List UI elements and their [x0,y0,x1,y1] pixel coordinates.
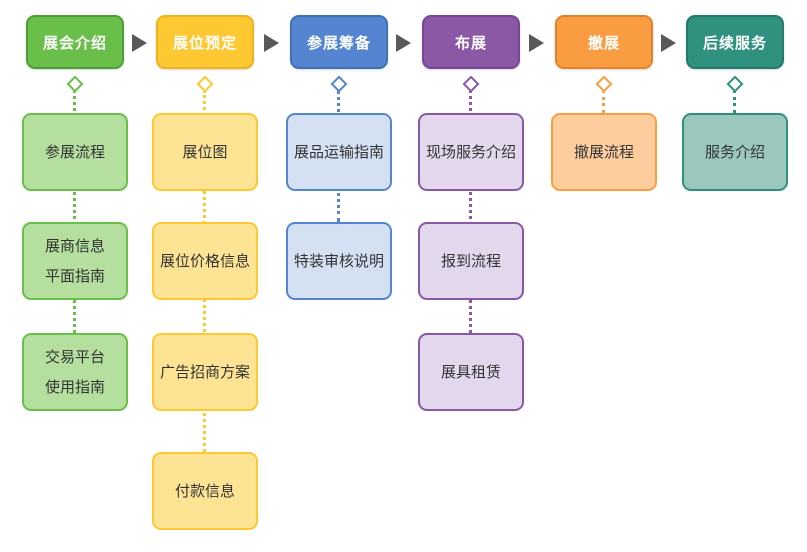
node-teardown-process[interactable]: 撤展流程 [551,113,657,191]
diamond-connector-icon [726,75,744,93]
right-arrow-icon [396,34,411,52]
right-arrow-icon [529,34,544,52]
node-onsite-service-intro[interactable]: 现场服务介绍 [418,113,524,191]
dotted-connector-line [469,90,472,333]
node-booth-price-info[interactable]: 展位价格信息 [152,222,258,300]
stage-node-followup[interactable]: 后续服务 [686,15,784,69]
node-special-decoration-review[interactable]: 特装审核说明 [286,222,392,300]
node-service-intro[interactable]: 服务介绍 [682,113,788,191]
stage-node-preparation[interactable]: 参展筹备 [290,15,388,69]
node-booth-map[interactable]: 展位图 [152,113,258,191]
node-ad-investment-plan[interactable]: 广告招商方案 [152,333,258,411]
stage-node-setup[interactable]: 布展 [422,15,520,69]
node-equipment-rental[interactable]: 展具租赁 [418,333,524,411]
right-arrow-icon [264,34,279,52]
node-exhibitor-info-floor-guide[interactable]: 展商信息 平面指南 [22,222,128,300]
dotted-connector-line [602,90,605,113]
right-arrow-icon [661,34,676,52]
node-checkin-process[interactable]: 报到流程 [418,222,524,300]
node-trading-platform-guide[interactable]: 交易平台 使用指南 [22,333,128,411]
dotted-connector-line [733,90,736,113]
node-payment-info[interactable]: 付款信息 [152,452,258,530]
node-exhibit-transport-guide[interactable]: 展品运输指南 [286,113,392,191]
stage-node-booking[interactable]: 展位预定 [156,15,254,69]
right-arrow-icon [132,34,147,52]
stage-node-teardown[interactable]: 撤展 [555,15,653,69]
stage-node-intro[interactable]: 展会介绍 [26,15,124,69]
dotted-connector-line [73,90,76,333]
node-exhibition-process[interactable]: 参展流程 [22,113,128,191]
